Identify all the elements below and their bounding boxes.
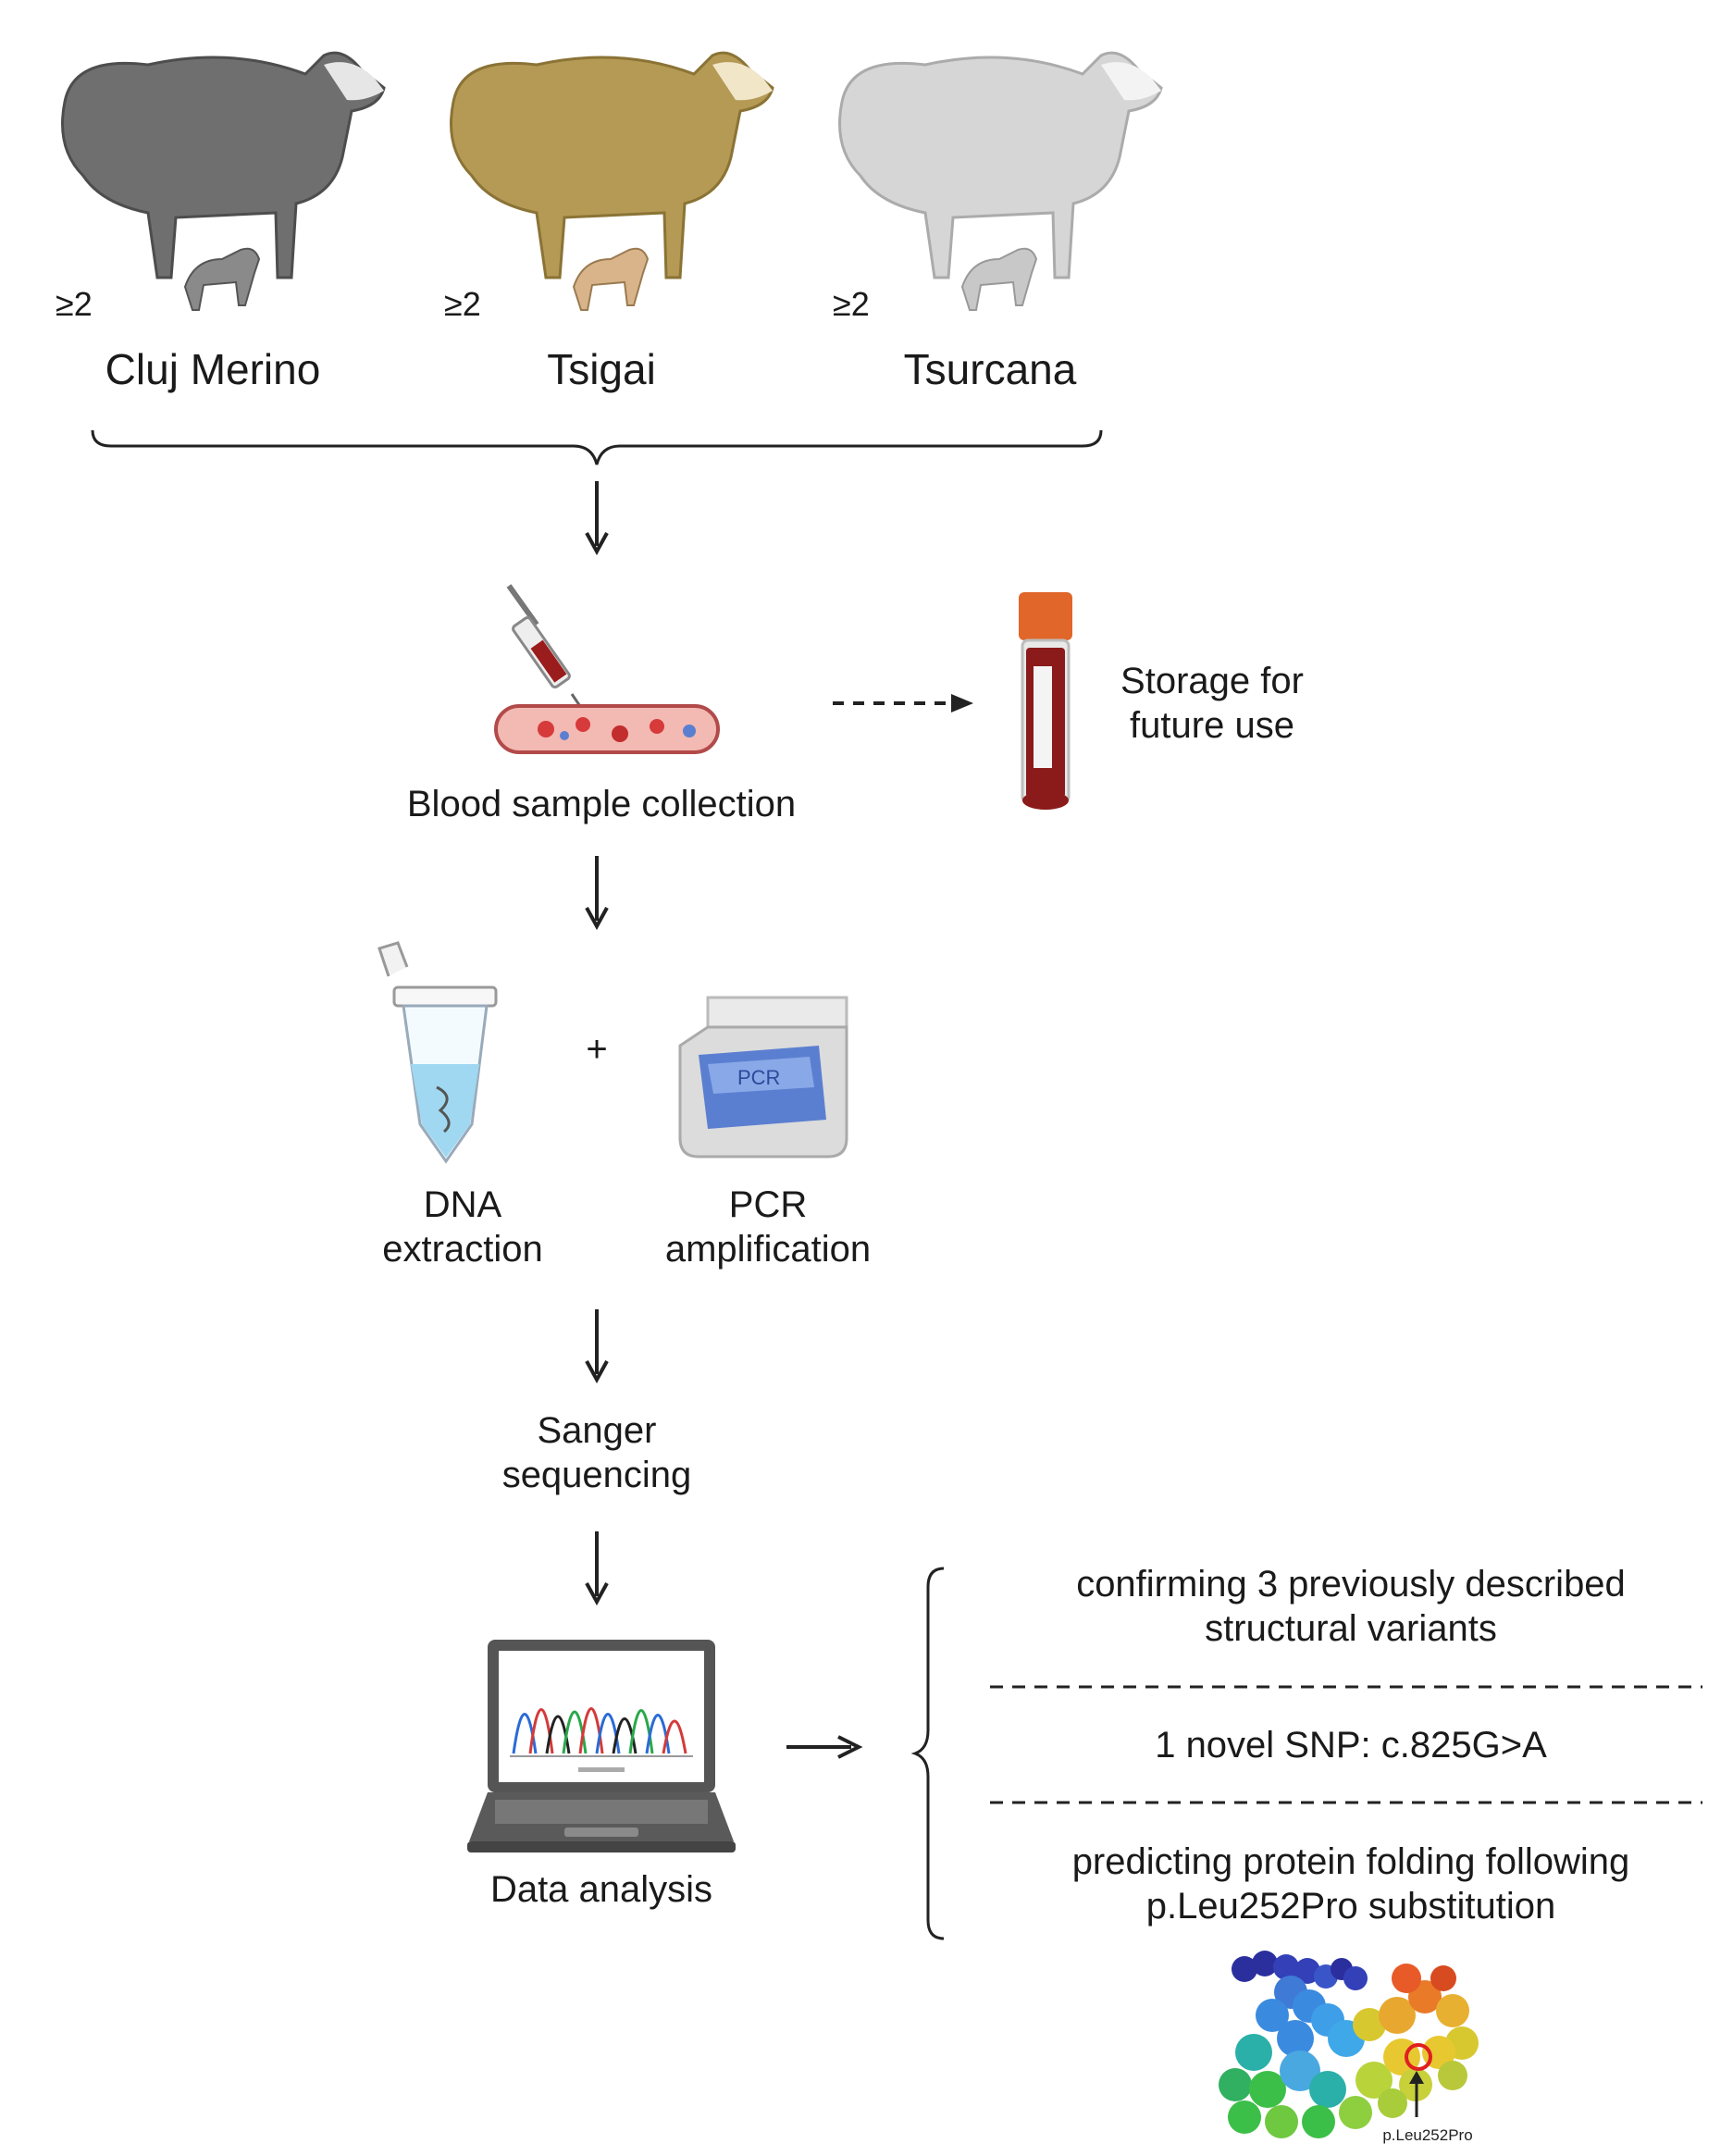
- protein-variant-label: p.Leu252Pro: [1382, 2126, 1472, 2144]
- breed-name-cluj-merino: Cluj Merino: [105, 345, 321, 393]
- breed-count: ≥2: [833, 285, 870, 323]
- result-3-line1: predicting protein folding following: [1071, 1841, 1630, 1882]
- microtube-icon: [378, 941, 498, 1164]
- arrow-down-icon: [585, 481, 609, 556]
- pcr-label-line2: amplification: [664, 1229, 872, 1270]
- sanger-label-line2: sequencing: [501, 1455, 692, 1495]
- laptop-chromatogram-icon: [467, 1640, 736, 1852]
- breed-name-tsigai: Tsigai: [547, 345, 656, 393]
- result-1-line1: confirming 3 previously described: [1076, 1564, 1626, 1605]
- arrow-down-icon: [585, 1309, 609, 1384]
- pcr-machine-icon: PCR: [678, 996, 848, 1159]
- dashed-arrow-icon: [833, 694, 973, 712]
- syringe-vessel-icon: [494, 584, 720, 754]
- grouping-brace: [91, 429, 1103, 465]
- arrow-right-icon: [786, 1735, 863, 1759]
- dna-label-line2: extraction: [382, 1229, 543, 1270]
- step-data-analysis: Data analysis: [489, 1869, 713, 1910]
- protein-structure-icon: p.Leu252Pro: [1219, 1951, 1479, 2144]
- sanger-label-line1: Sanger: [537, 1410, 657, 1451]
- result-1-line2: structural variants: [1205, 1608, 1497, 1649]
- arrow-down-icon: [585, 1531, 609, 1606]
- breed-count: ≥2: [444, 285, 481, 323]
- plus-sign: +: [586, 1029, 608, 1070]
- breed-name-tsurcana: Tsurcana: [903, 345, 1077, 393]
- divider: [990, 1801, 1702, 1804]
- divider: [990, 1685, 1702, 1689]
- results-brace: [910, 1567, 945, 1940]
- blood-tube-icon: [1019, 592, 1072, 810]
- dna-label-line1: DNA: [423, 1184, 502, 1225]
- arrow-down-icon: [585, 856, 609, 931]
- breed-count: ≥2: [56, 285, 93, 323]
- sheep-tsurcana-icon: [838, 51, 1163, 311]
- sheep-tsigai-icon: [450, 51, 774, 311]
- step-blood-collection: Blood sample collection: [406, 784, 797, 824]
- pcr-label-line1: PCR: [728, 1184, 808, 1225]
- result-3-line2: p.Leu252Pro substitution: [1145, 1886, 1556, 1927]
- storage-label-line1: Storage for: [1120, 661, 1304, 701]
- pcr-screen-text: PCR: [737, 1066, 780, 1089]
- result-2: 1 novel SNP: c.825G>A: [1155, 1725, 1547, 1766]
- storage-label-line2: future use: [1130, 705, 1294, 746]
- sheep-cluj-merino-icon: [61, 51, 386, 311]
